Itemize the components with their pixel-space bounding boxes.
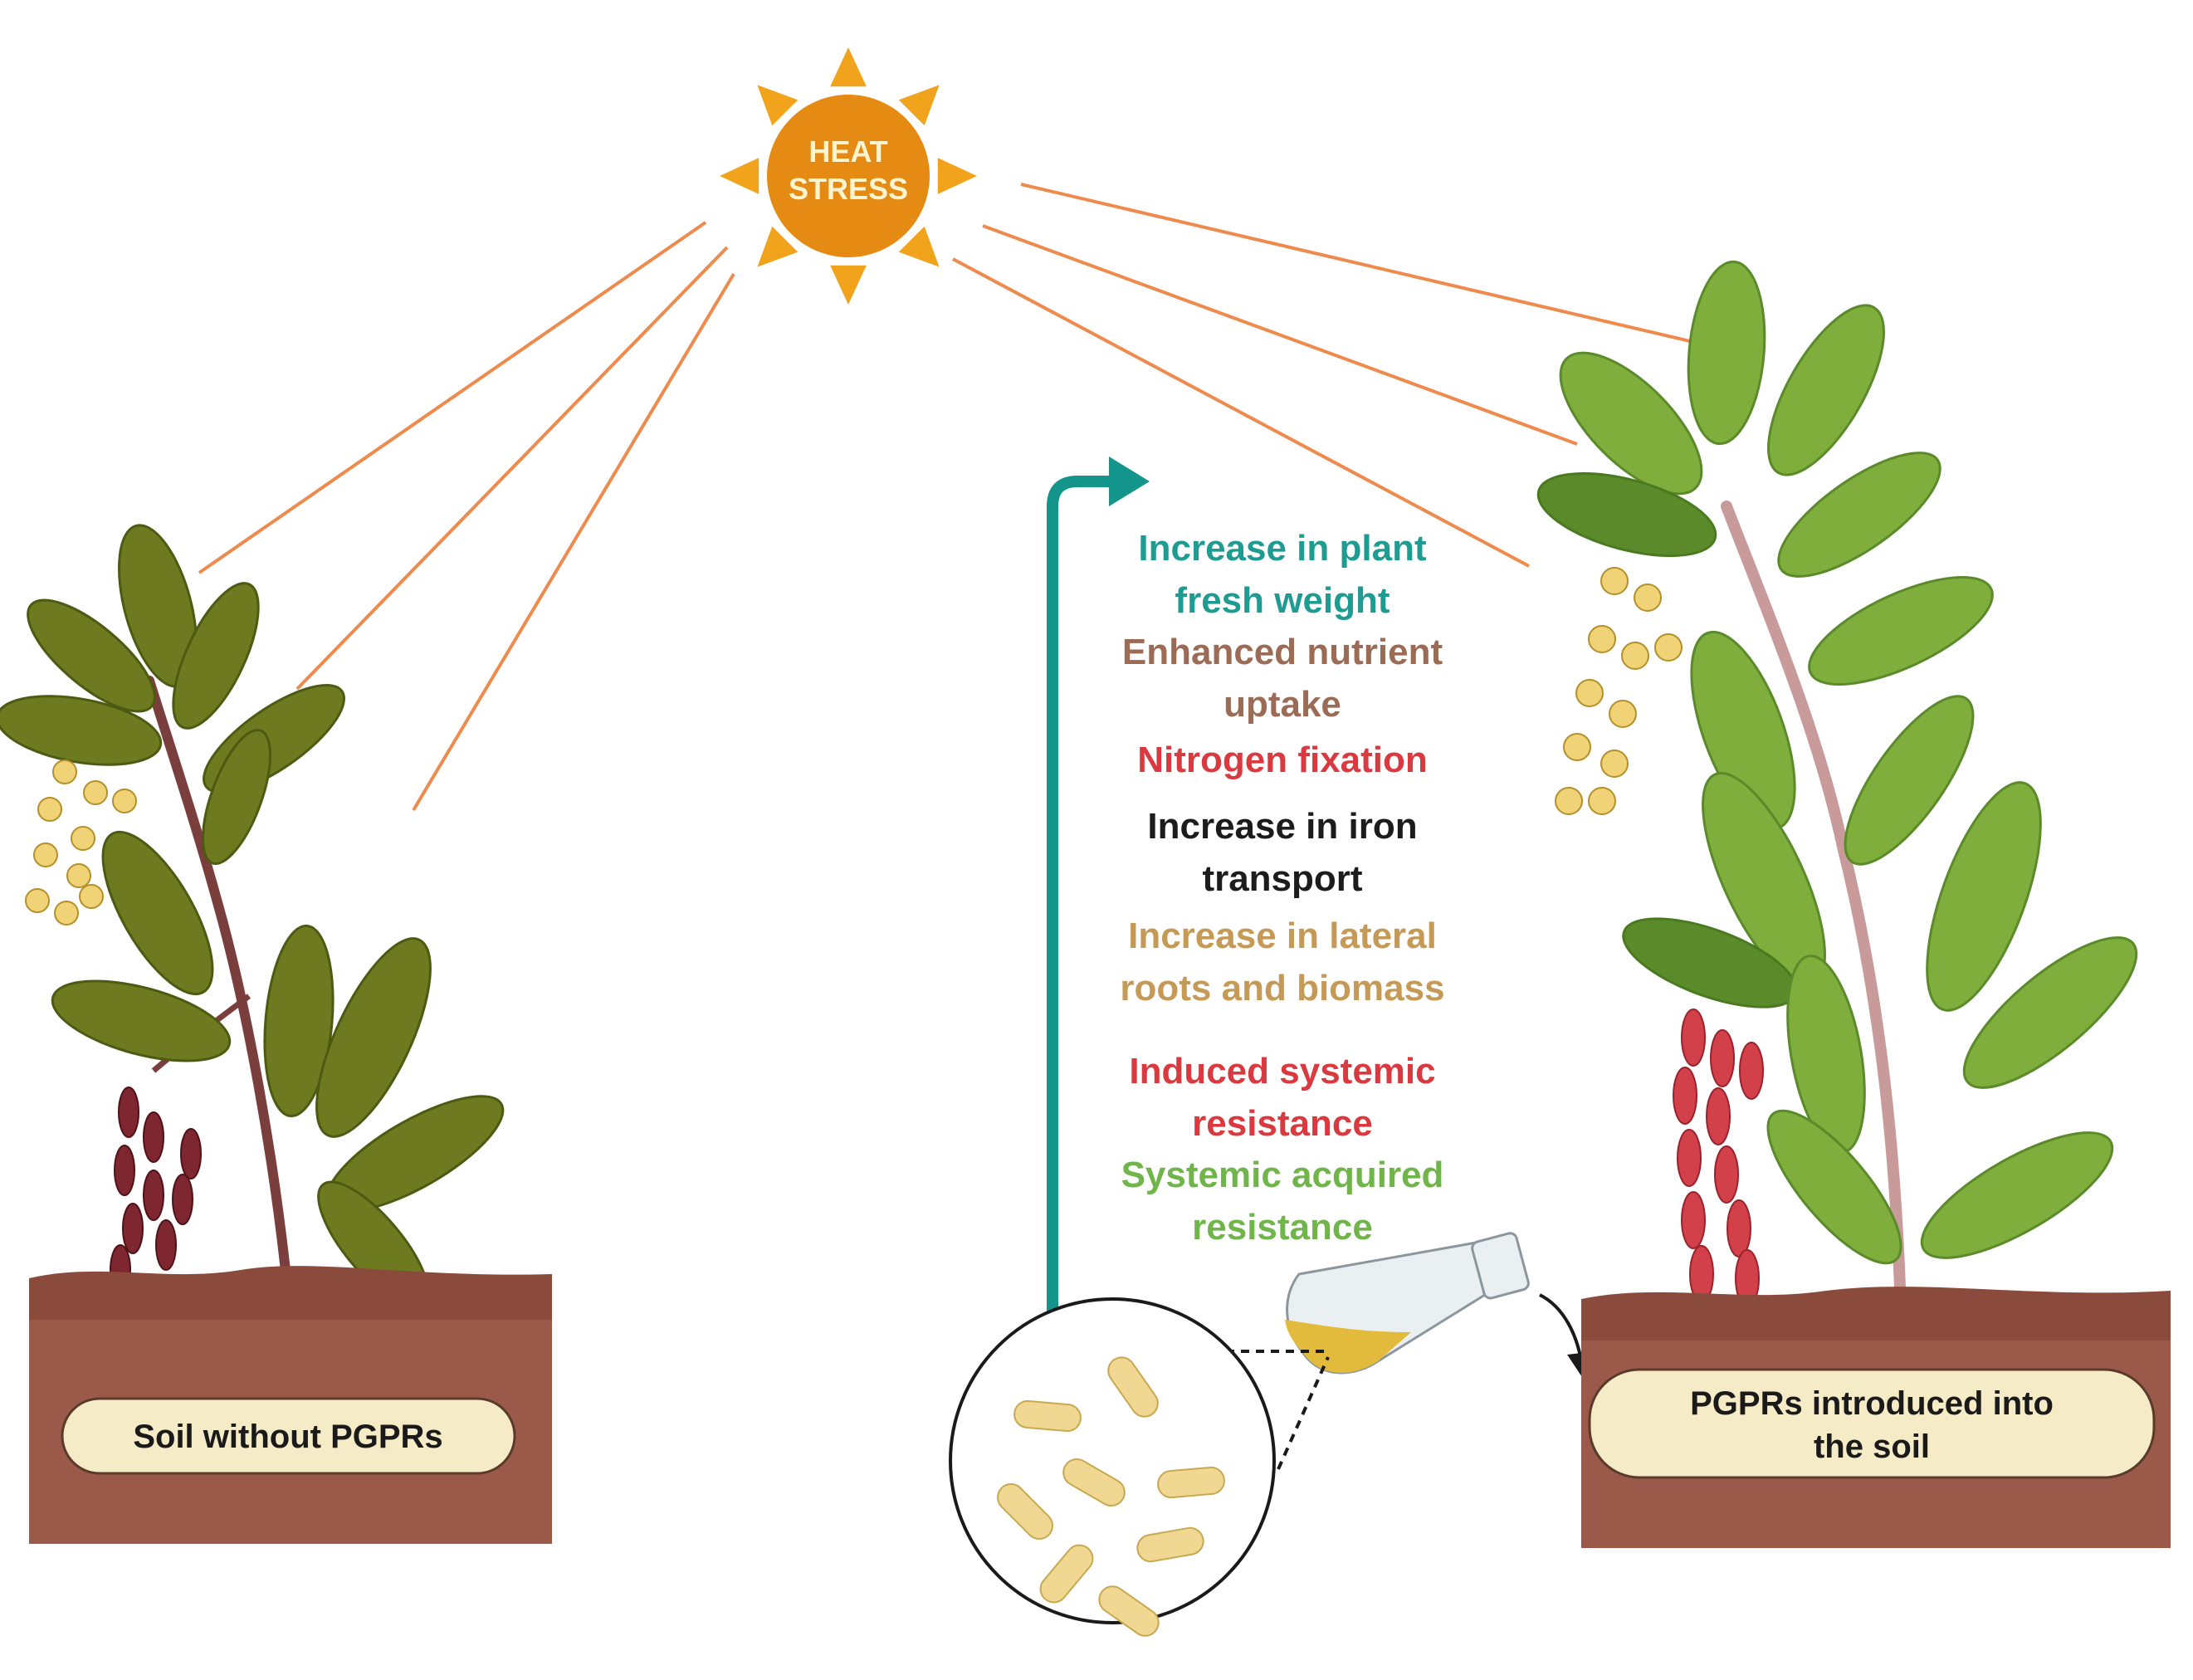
magnifier-line-bottom	[1277, 1356, 1330, 1470]
benefit-arrow-head	[1109, 457, 1150, 506]
sun-ray-2	[898, 85, 940, 126]
sun-ray-5	[830, 265, 867, 305]
right-plant-flowers	[1555, 567, 1683, 815]
right-soil-label-box	[1588, 1368, 2156, 1479]
benefit-2-line2: uptake	[1223, 684, 1341, 725]
right-plant-stem	[1721, 501, 1907, 1317]
benefit-5-line1: Increase in lateral	[1128, 916, 1437, 956]
sun-ray-6	[757, 226, 799, 267]
sun-ray-1	[830, 47, 867, 87]
sun-icon: HEAT STRESS	[720, 47, 977, 305]
right-plant-leaves	[1536, 260, 2138, 1265]
flask-icon	[1285, 1232, 1595, 1380]
benefit-arrow-shaft	[1047, 476, 1112, 1353]
benefit-7-line2: resistance	[1192, 1207, 1373, 1248]
sun-ray-4	[898, 226, 940, 267]
sun-ray-7	[720, 158, 759, 194]
left-plant-berries	[110, 1087, 202, 1296]
bacteria-circle	[949, 1297, 1276, 1624]
sun-label-line1: HEAT	[808, 134, 887, 168]
sun-label-line2: STRESS	[789, 172, 908, 206]
benefit-2-line1: Enhanced nutrient	[1122, 632, 1443, 672]
heat-ray-right-2	[982, 224, 1578, 446]
benefit-4-line1: Increase in iron	[1147, 806, 1417, 847]
benefit-4-line2: transport	[1202, 858, 1362, 899]
left-plant-leaves	[0, 524, 505, 1310]
benefit-5-line2: roots and biomass	[1120, 968, 1444, 1008]
bacteria-cells	[997, 1356, 1225, 1637]
heat-ray-right-1	[1020, 183, 1694, 344]
right-plant	[1536, 260, 2138, 1317]
left-soil-label: Soil without PGPRs	[133, 1419, 442, 1455]
left-plant-flowers	[25, 759, 137, 925]
benefit-7-line1: Systemic acquired	[1121, 1155, 1444, 1195]
benefit-6-line1: Induced systemic	[1129, 1051, 1435, 1092]
left-soil-top	[29, 1266, 552, 1328]
benefit-3-line1: Nitrogen fixation	[1137, 740, 1428, 780]
flask-neck	[1471, 1232, 1530, 1300]
heat-ray-left-3	[412, 272, 735, 812]
right-plant-berries	[1673, 1008, 1764, 1307]
right-soil-label-line2: the soil	[1814, 1428, 1930, 1465]
benefit-1-line2: fresh weight	[1175, 580, 1390, 621]
sun-disc	[767, 95, 930, 257]
heat-ray-left-2	[295, 246, 729, 691]
left-plant	[0, 524, 505, 1310]
heat-ray-left-1	[198, 221, 707, 574]
left-plant-stem	[144, 676, 291, 1283]
benefit-6-line2: resistance	[1192, 1103, 1373, 1144]
flask-pour-arrow	[1539, 1293, 1583, 1362]
left-soil: Soil without PGPRs	[29, 1266, 552, 1544]
bacteria-magnifier	[949, 1297, 1330, 1637]
left-soil-label-box	[61, 1397, 516, 1475]
heat-ray-right-3	[952, 257, 1530, 568]
flask-liquid	[1285, 1320, 1411, 1373]
right-soil-top	[1581, 1287, 2171, 1349]
right-soil: PGPRs introduced into the soil	[1581, 1287, 2171, 1548]
right-soil-label-line1: PGPRs introduced into	[1690, 1385, 2054, 1422]
benefit-arrow	[1047, 457, 1150, 1353]
heat-rays	[198, 183, 1694, 812]
sun-ray-3	[937, 158, 977, 194]
sun-ray-8	[757, 85, 799, 126]
benefit-1-line1: Increase in plant	[1138, 528, 1427, 569]
